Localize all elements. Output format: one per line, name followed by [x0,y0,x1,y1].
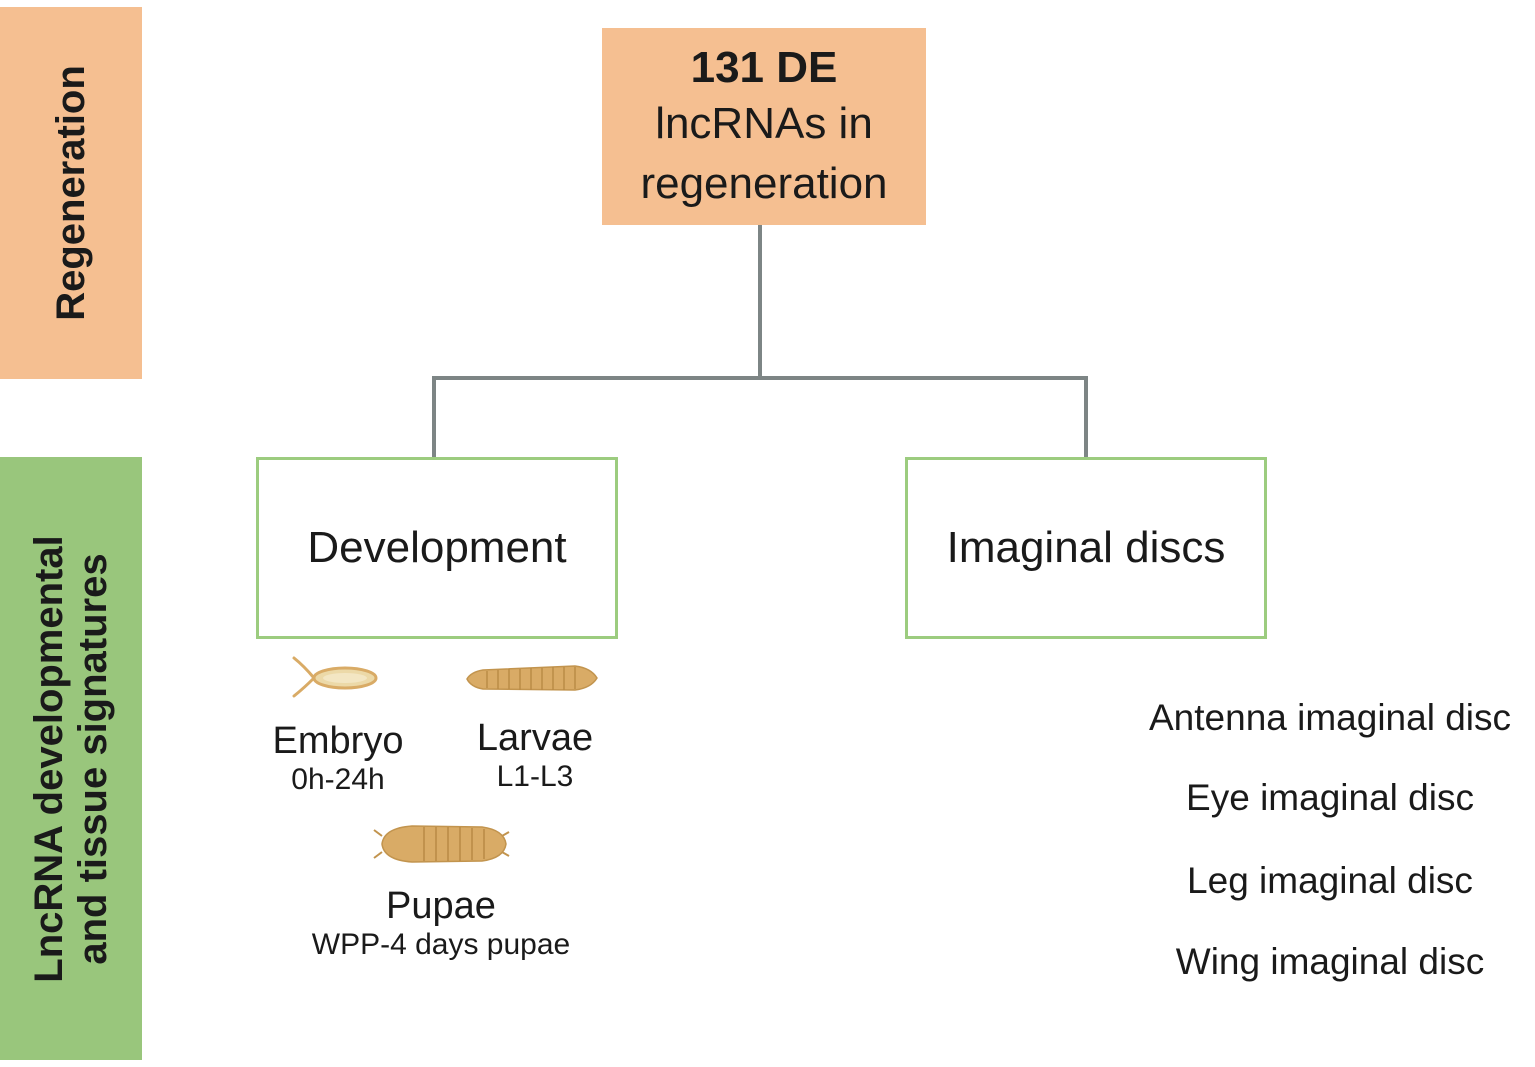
stage-larvae-sub: L1-L3 [496,760,574,793]
disc-item: Wing imaginal disc [1175,941,1485,982]
connector-root-stem [758,225,762,379]
disc-item: Antenna imaginal disc [1149,697,1511,738]
imaginal-discs-node: Imaginal discs [905,457,1267,639]
disc-item: Leg imaginal disc [1187,860,1473,901]
embryo-icon [292,656,378,698]
stage-pupae-name: Pupae [386,885,496,927]
root-node-line1: 131 DE [690,43,838,92]
stage-pupae: Pupae WPP-4 days pupae [271,885,611,963]
root-node: 131 DE lncRNAs in regeneration [602,28,926,225]
signatures-band-label-line2: and tissue signatures [71,552,115,965]
connector-left-drop [432,376,436,458]
stage-embryo-name: Embryo [272,720,404,762]
stage-embryo: Embryo 0h-24h [238,720,438,798]
regeneration-band-label: Regeneration [49,65,93,321]
connector-right-drop [1084,376,1088,458]
larva-icon [466,665,598,691]
pupa-icon [373,825,510,863]
root-node-line2: lncRNAs in [655,99,873,148]
imaginal-discs-node-label: Imaginal discs [946,523,1226,572]
connector-horizontal [432,376,1088,380]
signatures-band: LncRNA developmental and tissue signatur… [0,457,142,1060]
regeneration-band: Regeneration [0,7,142,379]
signatures-band-label: LncRNA developmental and tissue signatur… [27,535,115,982]
stage-larvae: Larvae L1-L3 [435,717,635,795]
stage-pupae-sub: WPP-4 days pupae [311,928,571,961]
signatures-band-label-line1: LncRNA developmental [27,534,71,983]
development-node: Development [256,457,618,639]
root-node-line3: regeneration [640,159,888,208]
disc-item: Eye imaginal disc [1186,777,1474,818]
development-node-label: Development [307,523,567,572]
stage-larvae-name: Larvae [476,717,594,759]
stage-embryo-sub: 0h-24h [291,763,385,796]
